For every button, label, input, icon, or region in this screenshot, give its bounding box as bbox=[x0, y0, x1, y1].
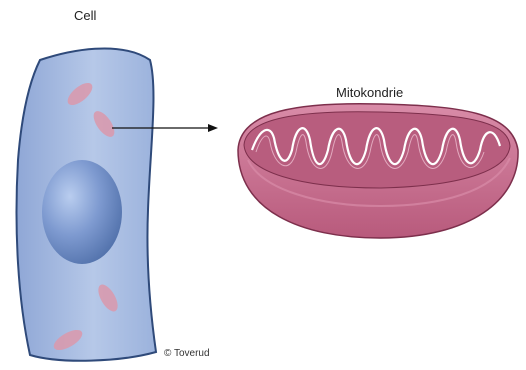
cell-illustration bbox=[17, 48, 157, 360]
mito-top-surface bbox=[244, 112, 510, 188]
mitochondrion-illustration bbox=[238, 104, 518, 238]
cell-label: Cell bbox=[74, 8, 96, 23]
mitochondrion-label: Mitokondrie bbox=[336, 85, 403, 100]
nucleus-shape bbox=[42, 160, 122, 264]
credit-label: © Toverud bbox=[164, 348, 210, 359]
